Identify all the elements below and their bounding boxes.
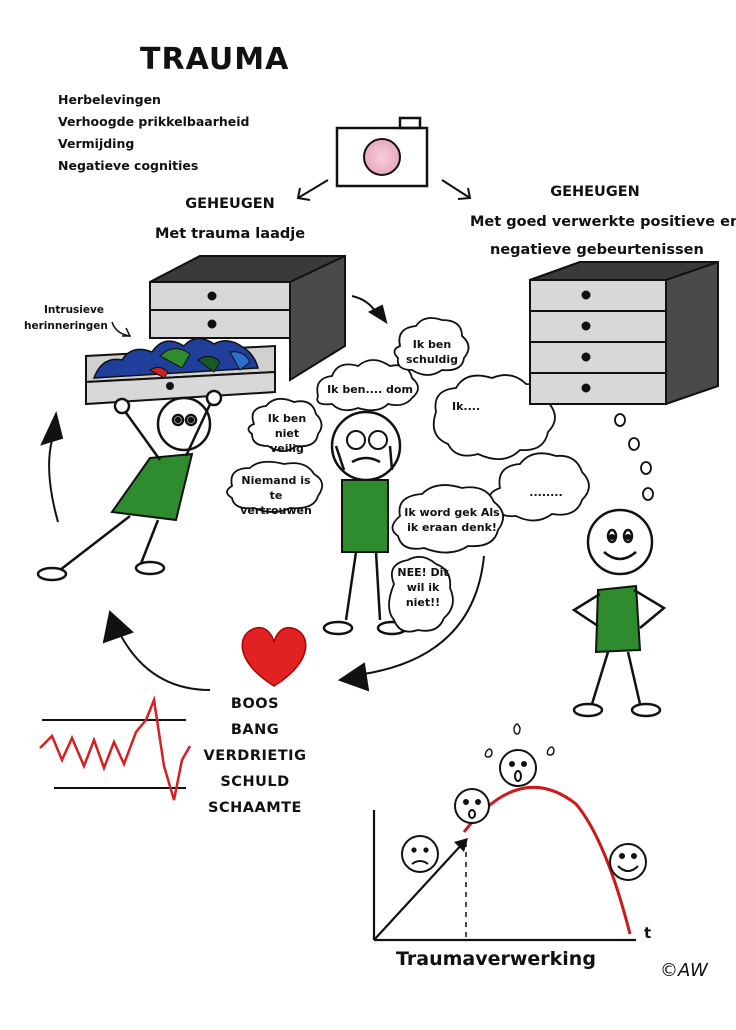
cloud-nee (388, 555, 454, 633)
emotion-item: SCHULD (220, 774, 290, 790)
emotion-item: BANG (230, 722, 280, 738)
thought-dots: ........ (529, 486, 563, 499)
cloud-gek (391, 484, 504, 554)
left-memory-subheading: Met trauma laadje (154, 226, 306, 242)
cloud-dom (316, 359, 419, 412)
sweat-drop (484, 748, 493, 758)
cloud-ik (432, 374, 556, 460)
thought-vertrouwen: Niemand is te vertrouwen (240, 474, 312, 517)
cloud-schuldig (393, 317, 470, 376)
camera-arrow-right (441, 179, 472, 200)
intrusive-label-line2: herinneringen (24, 320, 108, 332)
sad-face-icon (401, 835, 439, 873)
heart-icon (241, 626, 307, 687)
signature: ©AW (660, 960, 708, 981)
thought-dom: Ik ben.... dom (327, 383, 413, 396)
panic-face-icon (499, 749, 537, 787)
recovery-curve (462, 785, 632, 935)
graph-xlabel: Traumaverwerking (396, 948, 596, 970)
cloud-veilig (247, 397, 323, 452)
thought-gek: Ik word gek Als ik eraan denk! (404, 506, 500, 534)
good-memory-cabinet (529, 261, 719, 406)
figure-lifting (36, 389, 223, 582)
stress-wave (39, 695, 192, 801)
intrusive-arrow (111, 321, 132, 337)
right-memory-line2: negatieve gebeurtenissen (490, 242, 704, 258)
cabinet-arrow (351, 295, 388, 325)
intrusive-label-line1: Intrusieve (44, 304, 104, 316)
thought-ik: Ik.... (452, 400, 481, 413)
trauma-graph (372, 723, 647, 942)
arrow-emotions-back (102, 610, 211, 691)
symptom-item: Herbelevingen (58, 92, 161, 107)
emotion-item: SCHAAMTE (208, 800, 302, 816)
emotion-item: BOOS (230, 696, 280, 712)
left-cycle-arrow (40, 411, 64, 523)
left-memory-heading: GEHEUGEN (185, 196, 275, 212)
thought-schuldig: Ik ben schuldig (405, 338, 459, 366)
graph-axis-t: t (644, 924, 652, 942)
thought-bubble-dots (614, 413, 654, 501)
right-memory-line1: Met goed verwerkte positieve en (470, 214, 736, 230)
symptom-item: Vermijding (58, 136, 135, 151)
happy-figure (571, 508, 667, 718)
thought-veilig: Ik ben niet veilig (267, 412, 307, 455)
cloud-vertrouwen (226, 460, 324, 513)
figure-covering-eyes (322, 410, 408, 636)
right-memory-heading: GEHEUGEN (550, 184, 640, 200)
sweat-drop-2 (513, 723, 521, 735)
camera-icon (335, 116, 429, 188)
emotion-item: VERDRIETIG (203, 748, 307, 764)
trauma-drawer-cabinet (149, 255, 346, 382)
camera-arrow-left (296, 179, 329, 201)
open-trauma-drawer (85, 337, 276, 406)
symptom-item: Negatieve cognities (58, 158, 199, 173)
arrow-to-emotions (337, 555, 485, 692)
page-title: TRAUMA (140, 42, 290, 77)
symptom-item: Verhoogde prikkelbaarheid (58, 114, 250, 129)
thought-nee: NEE! Dit wil ik niet!! (397, 566, 449, 609)
happy-face-icon (609, 843, 647, 881)
worried-face-icon (454, 788, 490, 824)
thought-clouds (226, 317, 590, 633)
sweat-drop-3 (546, 746, 555, 756)
